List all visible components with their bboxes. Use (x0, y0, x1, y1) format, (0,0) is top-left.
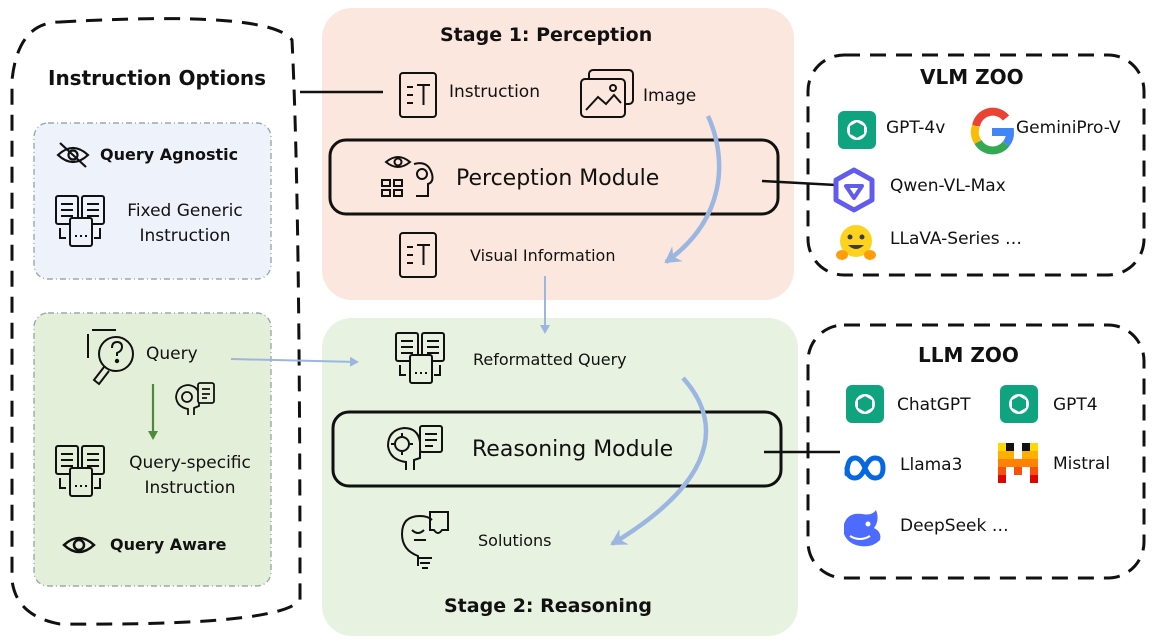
llm-model-llama3: Llama3 (900, 455, 963, 475)
query-instruction-multi-document-icon (55, 445, 105, 497)
reformatted-query-label: Reformatted Query (473, 350, 627, 369)
small-gear-head-icon (175, 382, 215, 415)
huggingface-icon (836, 225, 876, 260)
stage1-title: Stage 1: Perception (440, 24, 653, 46)
image-to-visual-arrow (664, 115, 722, 264)
fixed-generic-instruction-line2: Instruction (139, 226, 231, 246)
query-agnostic-label: Query Agnostic (100, 145, 239, 164)
stage2-background (322, 318, 798, 636)
vlm-zoo-title: VLM ZOO (920, 65, 1024, 89)
mistral-icon (998, 443, 1038, 483)
openai-icon (838, 111, 876, 149)
query-to-reformatted-arrow (230, 356, 359, 367)
fixed-instruction-multi-document-icon (55, 195, 105, 247)
vlm-zoo-frame (806, 53, 1146, 277)
visual-information-label: Visual Information (470, 246, 616, 265)
perception-to-vlm-line (761, 179, 837, 187)
openai-icon (1000, 385, 1038, 423)
solutions-label: Solutions (478, 531, 552, 550)
reasoning-module-label: Reasoning Module (472, 437, 674, 462)
vlm-model-gpt4v: GPT-4v (886, 118, 946, 138)
puzzle-bulb-icon (400, 511, 449, 569)
stage1-background (322, 8, 794, 300)
qwen-icon (833, 167, 875, 213)
query-specific-instruction-line2: Instruction (144, 478, 236, 498)
llm-model-chatgpt: ChatGPT (897, 395, 971, 415)
openai-icon (846, 385, 884, 423)
fixed-generic-instruction-line1: Fixed Generic (127, 201, 243, 221)
instruction-options-title: Instruction Options (48, 66, 267, 90)
instruction-label: Instruction (449, 82, 540, 102)
llm-model-mistral: Mistral (1053, 454, 1111, 474)
image-label: Image (643, 86, 697, 106)
eye-slash-icon (56, 142, 90, 168)
llm-zoo-title: LLM ZOO (918, 343, 1019, 367)
perception-head-icon (381, 156, 434, 197)
query-aware-label: Query Aware (110, 535, 227, 554)
visual-information-document-icon (399, 232, 437, 278)
llm-model-gpt4: GPT4 (1053, 395, 1098, 415)
google-icon (970, 107, 1014, 155)
reasoning-module-box (331, 410, 783, 488)
eye-icon (62, 536, 96, 554)
stage2-title: Stage 2: Reasoning (444, 595, 652, 617)
vlm-model-llava: LLaVA-Series … (890, 229, 1022, 249)
perception-module-label: Perception Module (456, 166, 660, 191)
meta-icon (844, 455, 886, 481)
query-magnifier-icon (87, 329, 134, 386)
perception-module-box (328, 138, 780, 216)
query-aware-panel (33, 312, 272, 587)
vlm-model-geminipro: GeminiPro-V (1016, 118, 1121, 138)
deepseek-icon (844, 510, 881, 547)
instruction-options-frame (10, 17, 302, 626)
image-icon (580, 69, 634, 118)
query-agnostic-panel (33, 122, 272, 280)
multi-document-icon (395, 332, 445, 384)
query-specific-instruction-line1: Query-specific (129, 453, 251, 473)
reformatted-to-solutions-arrow (610, 376, 709, 546)
llm-model-deepseek: DeepSeek … (900, 516, 1009, 536)
document-icon (399, 72, 437, 118)
query-label: Query (146, 344, 198, 364)
vlm-model-qwen: Qwen-VL-Max (890, 176, 1006, 196)
gear-head-icon (386, 425, 443, 470)
